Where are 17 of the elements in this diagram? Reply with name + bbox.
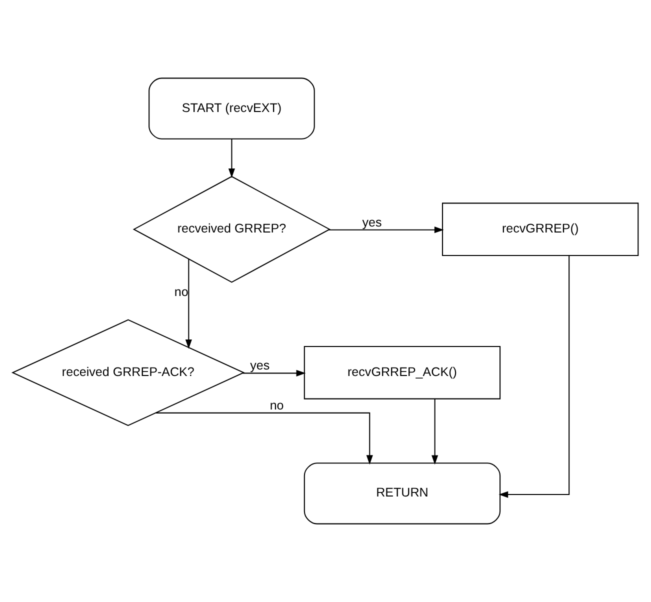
edge-label: yes (362, 215, 382, 230)
node-box: START (recvEXT) (148, 78, 315, 140)
edge-label: no (174, 284, 188, 299)
edge-label: no (270, 398, 284, 412)
node-diamond: received GRREP-ACK? (11, 319, 245, 426)
edge-label: yes (250, 358, 270, 373)
arrow (156, 412, 373, 465)
arrow (242, 370, 306, 376)
arrow (185, 259, 192, 349)
node-box: recvGRREP_ACK() (304, 346, 501, 400)
node-box: RETURN (304, 462, 501, 524)
node-box: recvGRREP() (442, 202, 639, 256)
arrow (432, 398, 438, 465)
arrow (228, 139, 236, 178)
arrow (498, 256, 570, 498)
node-diamond: recveived GRREP? (132, 176, 331, 283)
arrow (328, 226, 444, 234)
